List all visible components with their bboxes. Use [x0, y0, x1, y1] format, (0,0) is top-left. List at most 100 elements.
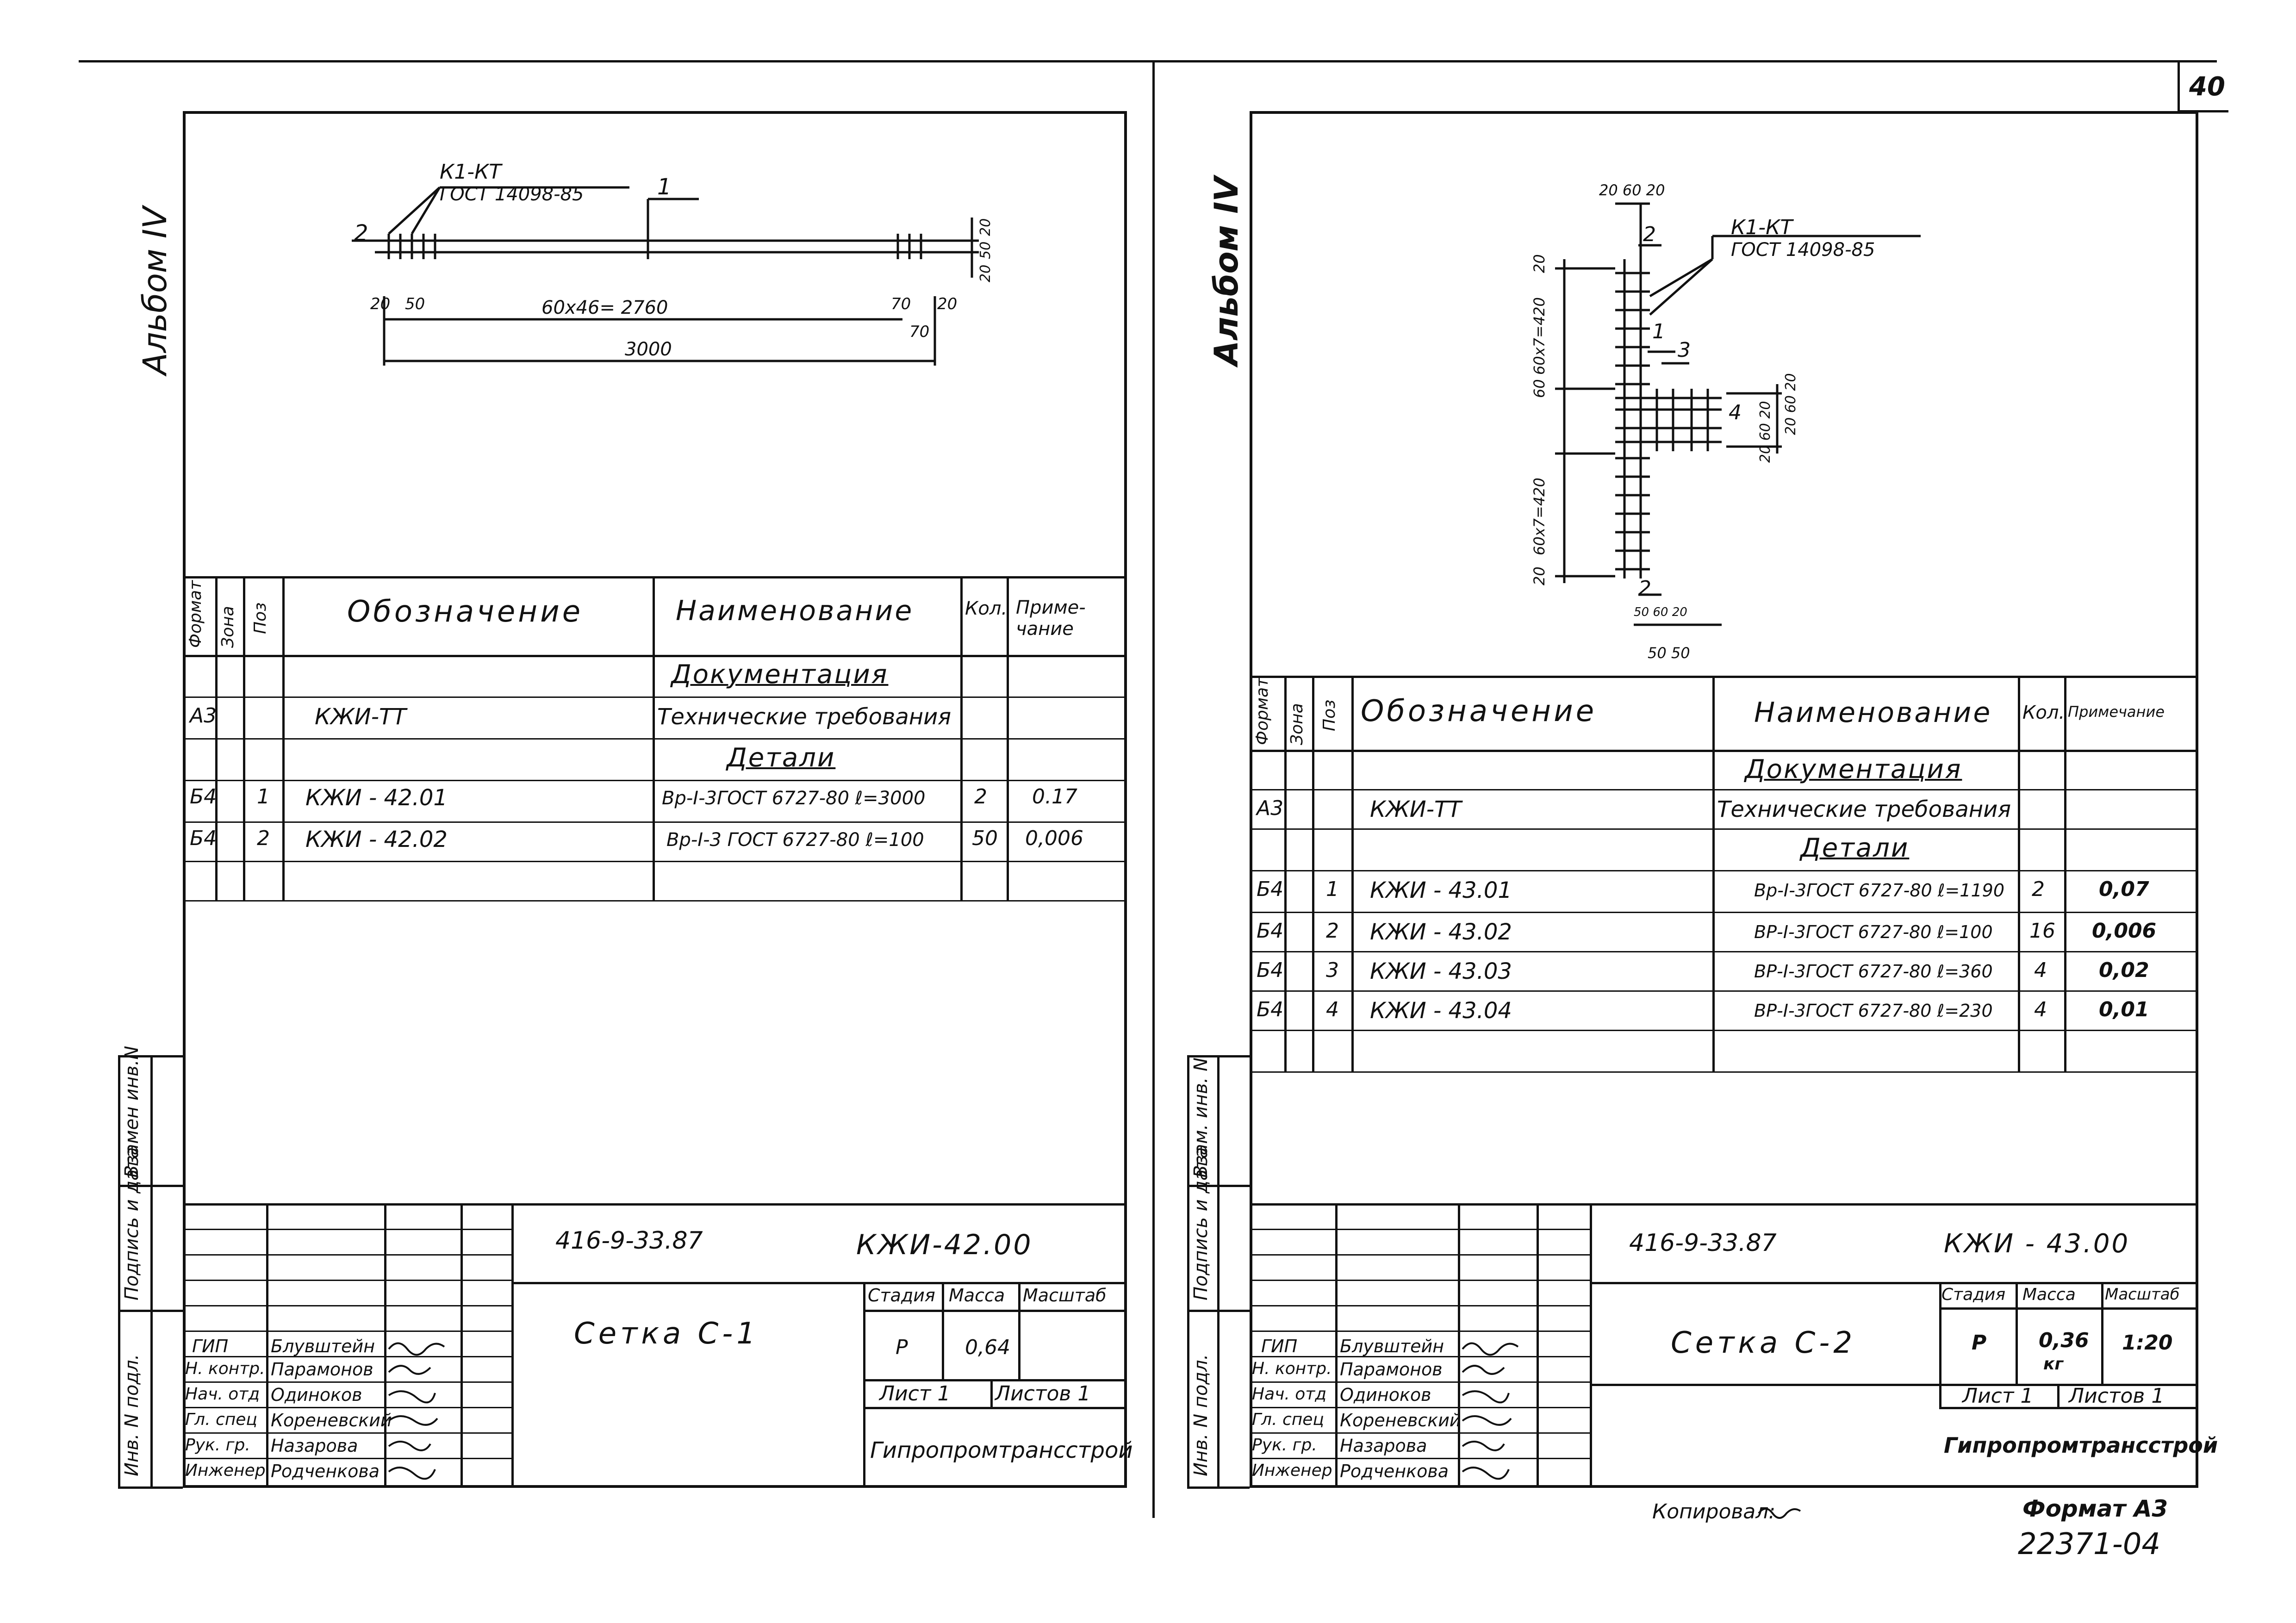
right-row1-name: Вр-I-3ГОСТ 6727-80 ℓ=1190	[1754, 880, 2004, 901]
right-hdr-designation: Обозначение	[1361, 694, 1597, 728]
left-role-eng: Инженер	[185, 1461, 266, 1480]
left-hdr-name: Наименование	[676, 595, 914, 627]
left-scale-label: Масштаб	[1023, 1285, 1107, 1306]
left-mass: 0,64	[965, 1336, 1010, 1359]
left-pos2: 2	[354, 220, 368, 246]
right-hdr-qty: Кол.	[2022, 702, 2065, 723]
right-bottom-small: 50 60 20	[1634, 605, 1687, 619]
left-pos1: 1	[657, 174, 672, 200]
right-role-eng: Инженер	[1252, 1461, 1332, 1480]
right-row2-pos: 2	[1326, 919, 1339, 943]
right-hdr-note: Примечание	[2068, 703, 2165, 721]
right-row1-pos: 1	[1326, 877, 1339, 901]
left-dim-total: 3000	[625, 339, 672, 360]
right-row2-qty: 16	[2029, 919, 2055, 943]
left-section-docs: Документация	[671, 659, 889, 690]
right-row2-name: ВР-I-3ГОСТ 6727-80 ℓ=100	[1754, 922, 1993, 942]
left-side-strip-outer	[118, 1055, 120, 1488]
left-mass-label: Масса	[949, 1285, 1005, 1306]
left-doc-designation: КЖИ-ТТ	[315, 704, 406, 730]
left-leader-gost: ГОСТ 14098-85	[440, 184, 584, 205]
right-pos4: 4	[1729, 401, 1742, 424]
right-side-strip-bottom	[1187, 1486, 1250, 1489]
left-role-glspec: Гл. спец	[185, 1410, 257, 1429]
right-row1-designation: КЖИ - 43.01	[1370, 877, 1512, 903]
right-row4-qty: 4	[2034, 998, 2047, 1021]
top-border-line	[79, 60, 2217, 62]
left-sheet-frame	[183, 111, 1127, 1488]
right-row1-format: Б4	[1257, 877, 1284, 901]
right-scale: 1:20	[2122, 1331, 2173, 1355]
left-row2-pos: 2	[257, 827, 270, 850]
right-row3-format: Б4	[1257, 958, 1284, 982]
left-hdr-designation: Обозначение	[347, 595, 584, 629]
right-row1-qty: 2	[2032, 877, 2045, 901]
right-doc-name: Технические требования	[1717, 796, 2011, 822]
right-scale-label: Масштаб	[2105, 1285, 2180, 1304]
right-doc-format: А3	[1257, 796, 1284, 820]
left-dim-20: 20	[370, 295, 391, 313]
left-dim-span: 60х46= 2760	[541, 297, 668, 318]
right-side-strip-2	[1187, 1310, 1250, 1312]
right-name-rukgr: Назарова	[1340, 1436, 1427, 1456]
right-doc-designation: КЖИ-ТТ	[1370, 796, 1462, 822]
left-side-strip-mid	[150, 1055, 153, 1488]
right-row2-format: Б4	[1257, 919, 1284, 943]
right-side-strip-1	[1187, 1185, 1250, 1187]
right-row2-note: 0,006	[2092, 919, 2157, 943]
left-section-parts: Детали	[727, 743, 836, 773]
left-row1-name: Вр-I-3ГОСТ 6727-80 ℓ=3000	[662, 788, 926, 809]
left-sheet-label: Лист 1	[879, 1382, 951, 1405]
right-org: Гипропромтрансстрой	[1944, 1433, 2218, 1458]
left-name-rukgr: Назарова	[271, 1436, 358, 1456]
left-stage: Р	[896, 1336, 908, 1359]
left-row2-format: Б4	[190, 827, 217, 850]
right-name-eng: Родченкова	[1340, 1461, 1449, 1481]
right-role-glspec: Гл. спец	[1252, 1410, 1324, 1429]
right-mass-label: Масса	[2022, 1285, 2076, 1304]
left-row1-qty: 2	[974, 785, 987, 808]
left-side-strip-bottom	[118, 1486, 183, 1489]
right-pos3: 3	[1678, 338, 1691, 362]
left-leader-k1: К1-КТ	[440, 160, 502, 184]
right-row3-note: 0,02	[2099, 958, 2149, 982]
right-side-strip-outer	[1187, 1055, 1189, 1488]
right-bottom-dims: 50 50	[1648, 644, 1690, 662]
right-hdr-name: Наименование	[1754, 696, 1992, 729]
copied-by-label: Копировал:	[1652, 1500, 1776, 1524]
right-mass: 0,36	[2039, 1329, 2089, 1352]
left-doc-code: КЖИ-42.00	[856, 1229, 1033, 1261]
right-pos2-top: 2	[1643, 223, 1656, 246]
right-leader-k1: К1-КТ	[1731, 216, 1793, 239]
left-row1-pos: 1	[257, 785, 270, 808]
left-name-nkontr: Парамонов	[271, 1359, 373, 1380]
left-row1-designation: КЖИ - 42.01	[305, 785, 448, 811]
left-row2-name: Вр-I-3 ГОСТ 6727-80 ℓ=100	[666, 829, 924, 851]
left-row2-qty: 50	[972, 827, 998, 850]
left-role-nkontr: Н. контр.	[185, 1359, 265, 1378]
right-role-nkontr: Н. контр.	[1252, 1359, 1332, 1378]
left-side-strip-2	[118, 1310, 183, 1312]
left-stage-label: Стадия	[868, 1285, 935, 1306]
left-doc-name: Технические требования	[657, 704, 952, 730]
left-hdr-qty: Кол.	[965, 598, 1008, 619]
page-divider	[1152, 60, 1155, 1518]
right-row3-name: ВР-I-3ГОСТ 6727-80 ℓ=360	[1754, 961, 1993, 982]
right-row4-note: 0,01	[2099, 998, 2149, 1021]
format-label: Формат А3	[2022, 1495, 2168, 1522]
left-name-gip: Блувштейн	[271, 1336, 375, 1356]
right-row2-designation: КЖИ - 43.02	[1370, 919, 1512, 945]
left-role-nachotd: Нач. отд	[185, 1385, 260, 1404]
right-row4-designation: КЖИ - 43.04	[1370, 998, 1512, 1024]
left-side-strip-1	[118, 1185, 183, 1187]
left-dim-70b: 70	[909, 323, 930, 341]
left-row1-format: Б4	[190, 785, 217, 808]
left-row1-note: 0.17	[1032, 785, 1077, 808]
left-project-code: 416-9-33.87	[555, 1227, 703, 1255]
right-sheet-frame	[1250, 111, 2198, 1488]
right-name-nachotd: Одиноков	[1340, 1385, 1431, 1405]
